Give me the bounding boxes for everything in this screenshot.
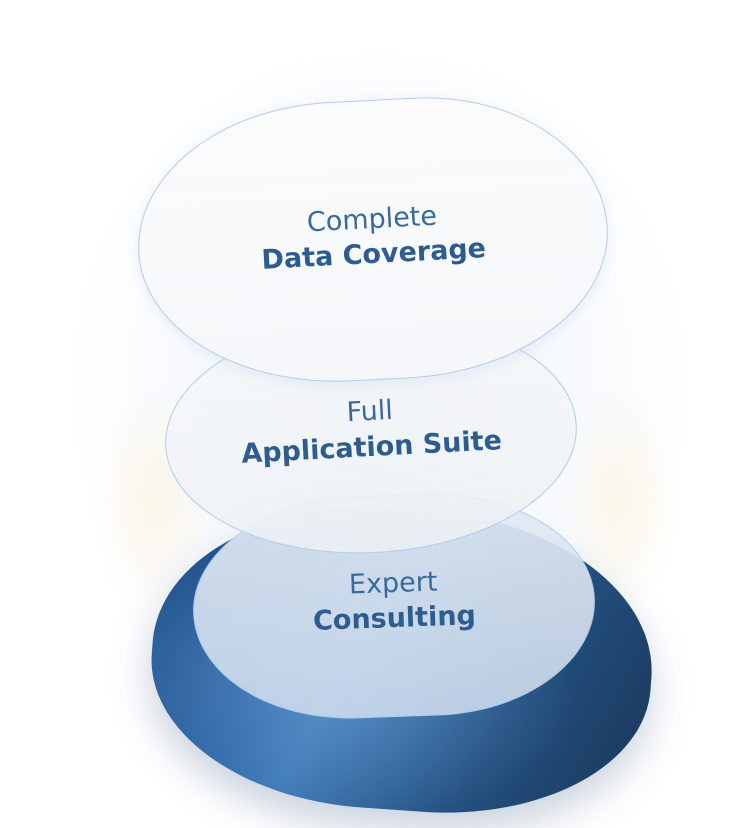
layer-suite-line1: Full (345, 395, 394, 429)
layer-expert-line2: Consulting (312, 600, 477, 637)
layer-suite-line2: Application Suite (240, 424, 503, 470)
layer-coverage-line2: Data Coverage (260, 233, 487, 276)
layer-expert-line1: Expert (348, 566, 438, 601)
